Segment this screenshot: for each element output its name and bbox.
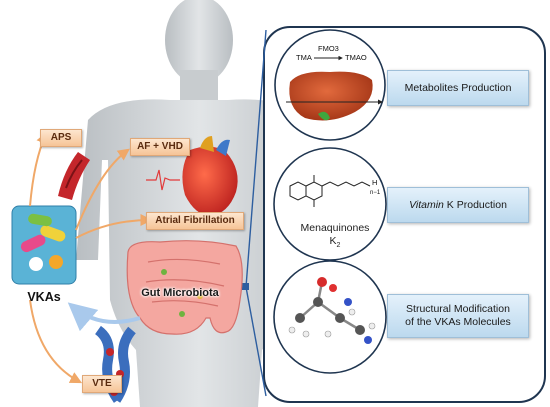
menaquinone-name: Menaquinones <box>300 222 370 234</box>
metabolites-production-text: Metabolites Production <box>404 81 512 94</box>
structural-modification-box: Structural Modification of the VKAs Mole… <box>387 294 529 338</box>
fmo3-label: FMO3 <box>318 44 339 53</box>
gut-to-panel-connector <box>242 29 267 397</box>
structural-modification-line2: of the VKAs Molecules <box>405 316 511 328</box>
vitamin-k-production-text: Vitamin K Production <box>409 198 507 211</box>
menaquinone-circle <box>273 147 387 261</box>
menaquinone-structure <box>289 175 371 207</box>
tmao-label: TMAO <box>345 53 367 62</box>
structural-modification-line1: Structural Modification <box>406 303 510 315</box>
pill-bottle-icon <box>11 205 77 285</box>
gut-illustration <box>126 240 243 335</box>
af-vhd-label: AF + VHD <box>130 138 190 156</box>
metabolites-production-box: Metabolites Production <box>387 70 529 106</box>
tma-label: TMA <box>296 53 312 62</box>
menaquinone-label: Menaquinones K2 <box>280 222 390 252</box>
liver-circle <box>274 29 386 141</box>
gut-microbiota-label: Gut Microbiota <box>141 287 219 299</box>
atrial-fibrillation-label: Atrial Fibrillation <box>146 212 244 230</box>
ecg-trace <box>146 169 180 191</box>
vitamin-k-production-box: Vitamin K Production <box>387 187 529 223</box>
menaquinone-chain-n: n−1 <box>370 190 381 196</box>
aps-label: APS <box>40 129 82 147</box>
vka-molecule-circle <box>273 260 387 374</box>
menaquinone-k2: K2 <box>329 235 341 250</box>
vkas-label: VKAs <box>27 290 61 304</box>
heart-illustration <box>182 136 238 216</box>
menaquinone-chain-h: H <box>372 178 378 187</box>
gut-to-vka-arrow <box>67 302 141 332</box>
artery-illustration <box>58 152 90 200</box>
vte-label: VTE <box>82 375 122 393</box>
ball-and-stick-model <box>288 277 376 344</box>
